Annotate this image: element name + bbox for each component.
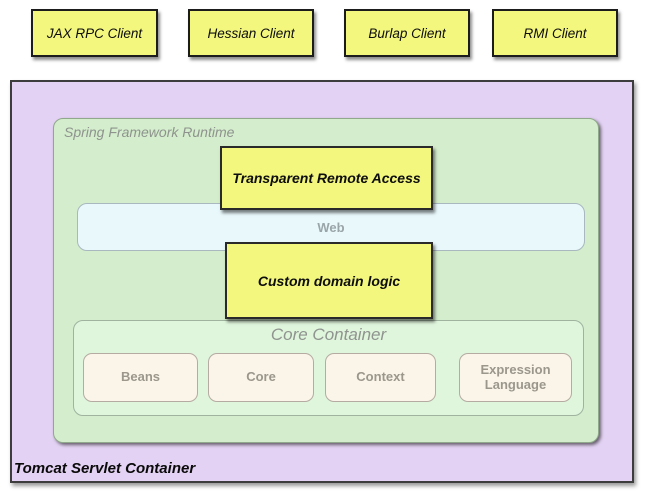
module-box-context: Context <box>325 353 436 402</box>
core-container: Core Container Beans Core Context Expres… <box>73 320 584 416</box>
module-box-core: Core <box>208 353 314 402</box>
tomcat-servlet-container: Spring Framework Runtime Web Transparent… <box>10 80 634 483</box>
core-container-label: Core Container <box>270 325 387 344</box>
module-box-expression-language: Expression Language <box>459 353 572 402</box>
client-box-burlap: Burlap Client <box>344 9 470 57</box>
client-box-rmi: RMI Client <box>492 9 618 57</box>
tomcat-container-label: Tomcat Servlet Container <box>14 460 196 477</box>
transparent-remote-access-box: Transparent Remote Access <box>220 146 433 210</box>
spring-runtime-label: Spring Framework Runtime <box>64 124 235 140</box>
module-box-beans: Beans <box>83 353 198 402</box>
client-box-hessian: Hessian Client <box>188 9 314 57</box>
custom-domain-logic-box: Custom domain logic <box>225 242 433 319</box>
client-box-jax-rpc: JAX RPC Client <box>31 9 158 57</box>
spring-framework-runtime: Spring Framework Runtime Web Transparent… <box>53 118 599 443</box>
